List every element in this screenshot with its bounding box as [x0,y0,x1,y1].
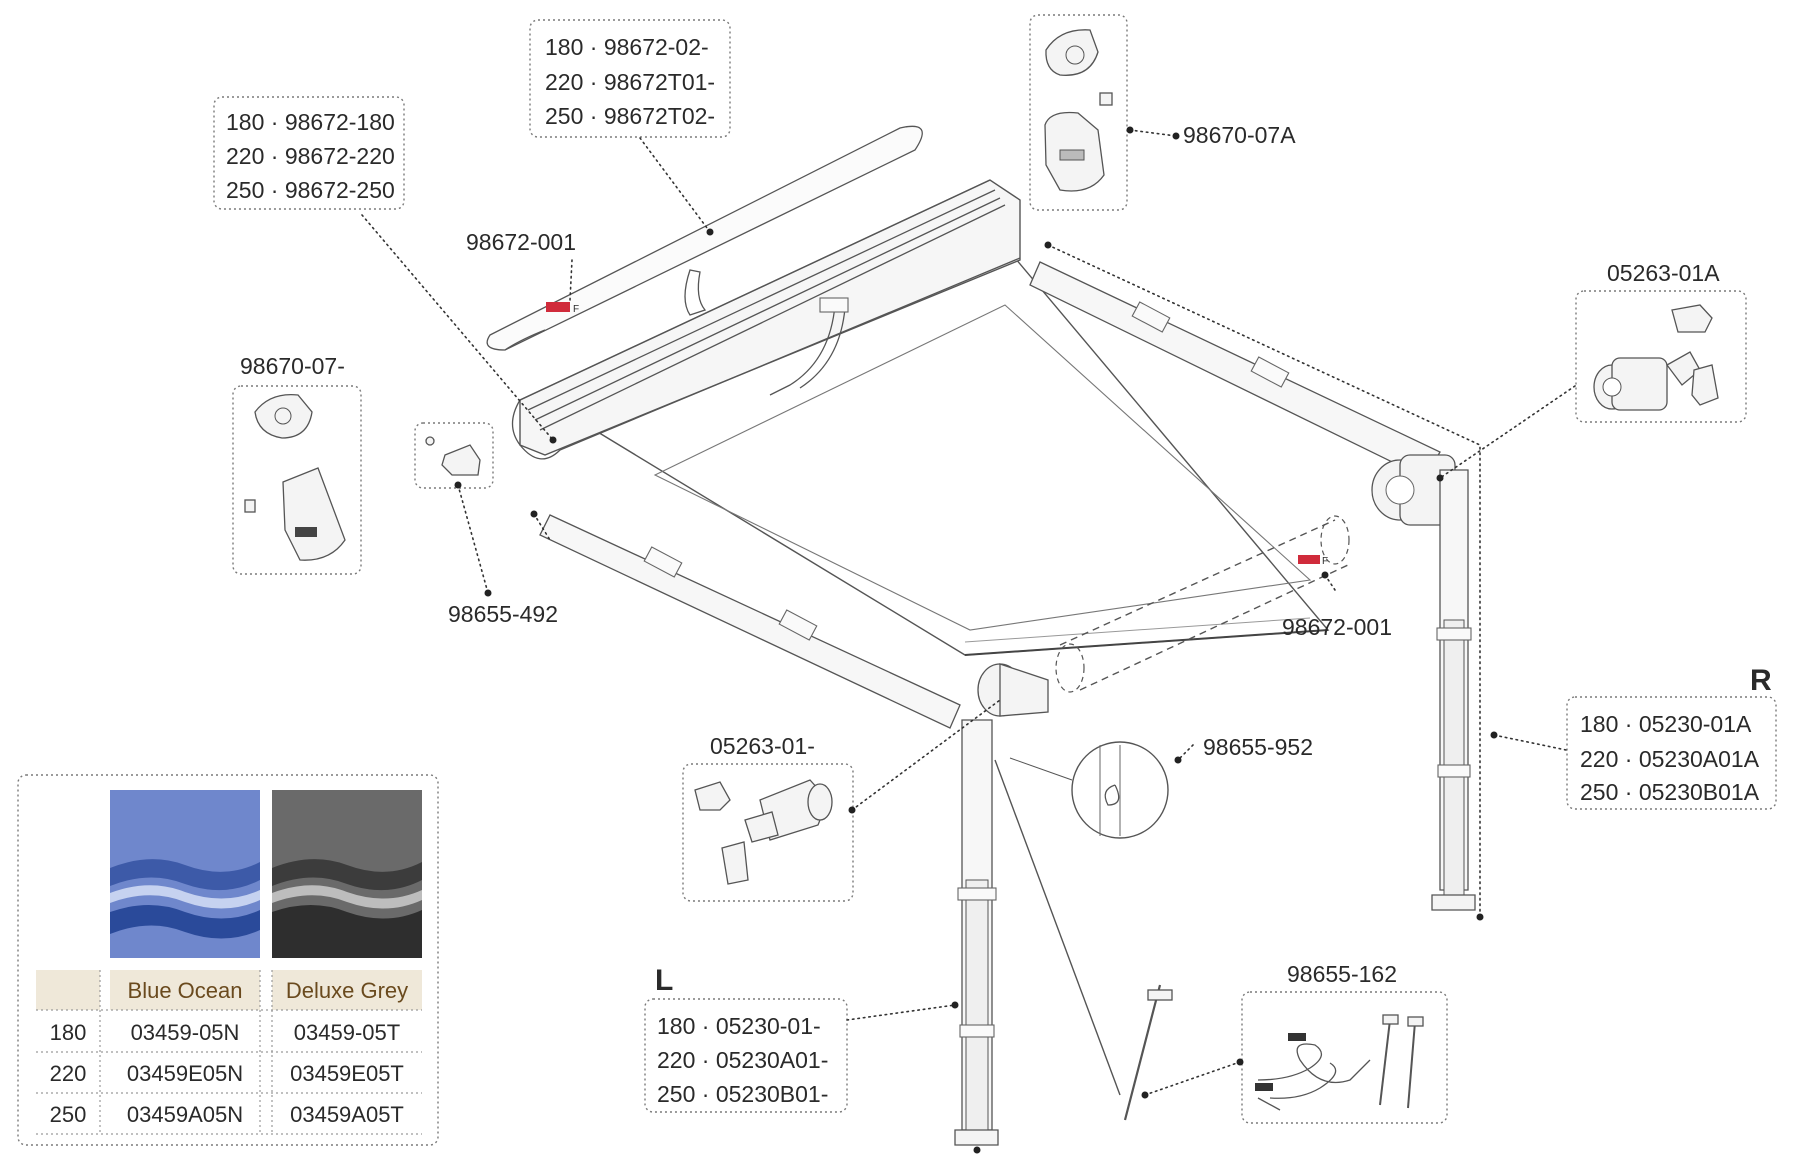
box-top-mid [529,19,731,138]
box-98655-162 [1241,991,1448,1124]
table-row-180-size: 180 [50,1020,87,1045]
box-left-line3: 250 · 05230B01- [657,1081,828,1107]
svg-text:F: F [573,304,579,315]
fabric-front-edge [964,629,1329,656]
box-top-left-line3: 250 · 98672-250 [226,177,395,203]
box-left-line1: 180 · 05230-01- [657,1013,821,1039]
end-cap-icon-a [1044,29,1113,192]
table-header-blue-ocean: Blue Ocean [128,978,243,1003]
part-label-98672-001-bottom: 98672-001 [1282,614,1392,640]
leader-dots [454,126,1498,1154]
joint-icon-a [1593,304,1719,411]
side-label-left: L [655,964,673,997]
box-top-mid-line3: 250 · 98672T02- [545,103,715,129]
case-top-cover [486,125,923,351]
part-label-05263-01: 05263-01- [710,733,815,759]
part-label-05263-01a: 05263-01A [1607,260,1720,286]
box-top-left [213,96,405,210]
bracket-icon [425,436,481,476]
box-right-line2: 220 · 05230A01A [1580,746,1760,772]
leader-lines [361,129,1576,1096]
part-label-98655-492: 98655-492 [448,601,558,627]
box-right-line3: 250 · 05230B01A [1580,779,1760,805]
end-cap-icon-b [244,393,346,561]
table-row-220-grey: 03459E05T [290,1061,404,1086]
table-row-220-blue: 03459E05N [127,1061,243,1086]
swatch-blue-ocean [110,790,260,958]
part-label-98670-07a: 98670-07A [1183,122,1296,148]
box-top-left-line1: 180 · 98672-180 [226,109,395,135]
table-row-250-size: 250 [50,1102,87,1127]
table-row-180-grey: 03459-05T [294,1020,400,1045]
table-row-180-blue: 03459-05N [131,1020,240,1045]
joint-icon-b [694,779,833,885]
side-label-right: R [1750,664,1772,697]
box-top-mid-line1: 180 · 98672-02- [545,34,709,60]
dashed-roller [1059,519,1349,691]
table-row-250-grey: 03459A05T [290,1102,404,1127]
fabric-inner-panel [653,304,1312,631]
part-label-98655-952: 98655-952 [1203,734,1313,760]
awning-assembly: F F [486,125,1476,1146]
box-right-line1: 180 · 05230-01A [1580,711,1752,737]
fabric-table: Blue Ocean Deluxe Grey 180 03459-05N 034… [17,774,439,1146]
box-right-leg [1566,696,1777,810]
table-row-250-blue: 03459A05N [127,1102,243,1127]
left-support-arm [539,514,1173,1146]
right-support-arm [1029,261,1476,911]
rope-peg-icon [1255,1014,1424,1111]
box-left-line2: 220 · 05230A01- [657,1047,828,1073]
swatch-deluxe-grey [272,790,422,958]
part-label-98655-162: 98655-162 [1287,961,1397,987]
table-row-220-size: 220 [50,1061,87,1086]
box-top-left-line2: 220 · 98672-220 [226,143,395,169]
awning-fabric [543,257,1330,656]
svg-text:F: F [1322,556,1328,567]
box-top-mid-line2: 220 · 98672T01- [545,69,715,95]
table-header-deluxe-grey: Deluxe Grey [286,978,408,1003]
part-label-98672-001-top: 98672-001 [466,229,576,255]
part-label-98670-07: 98670-07- [240,353,345,379]
box-left-leg [644,998,848,1113]
